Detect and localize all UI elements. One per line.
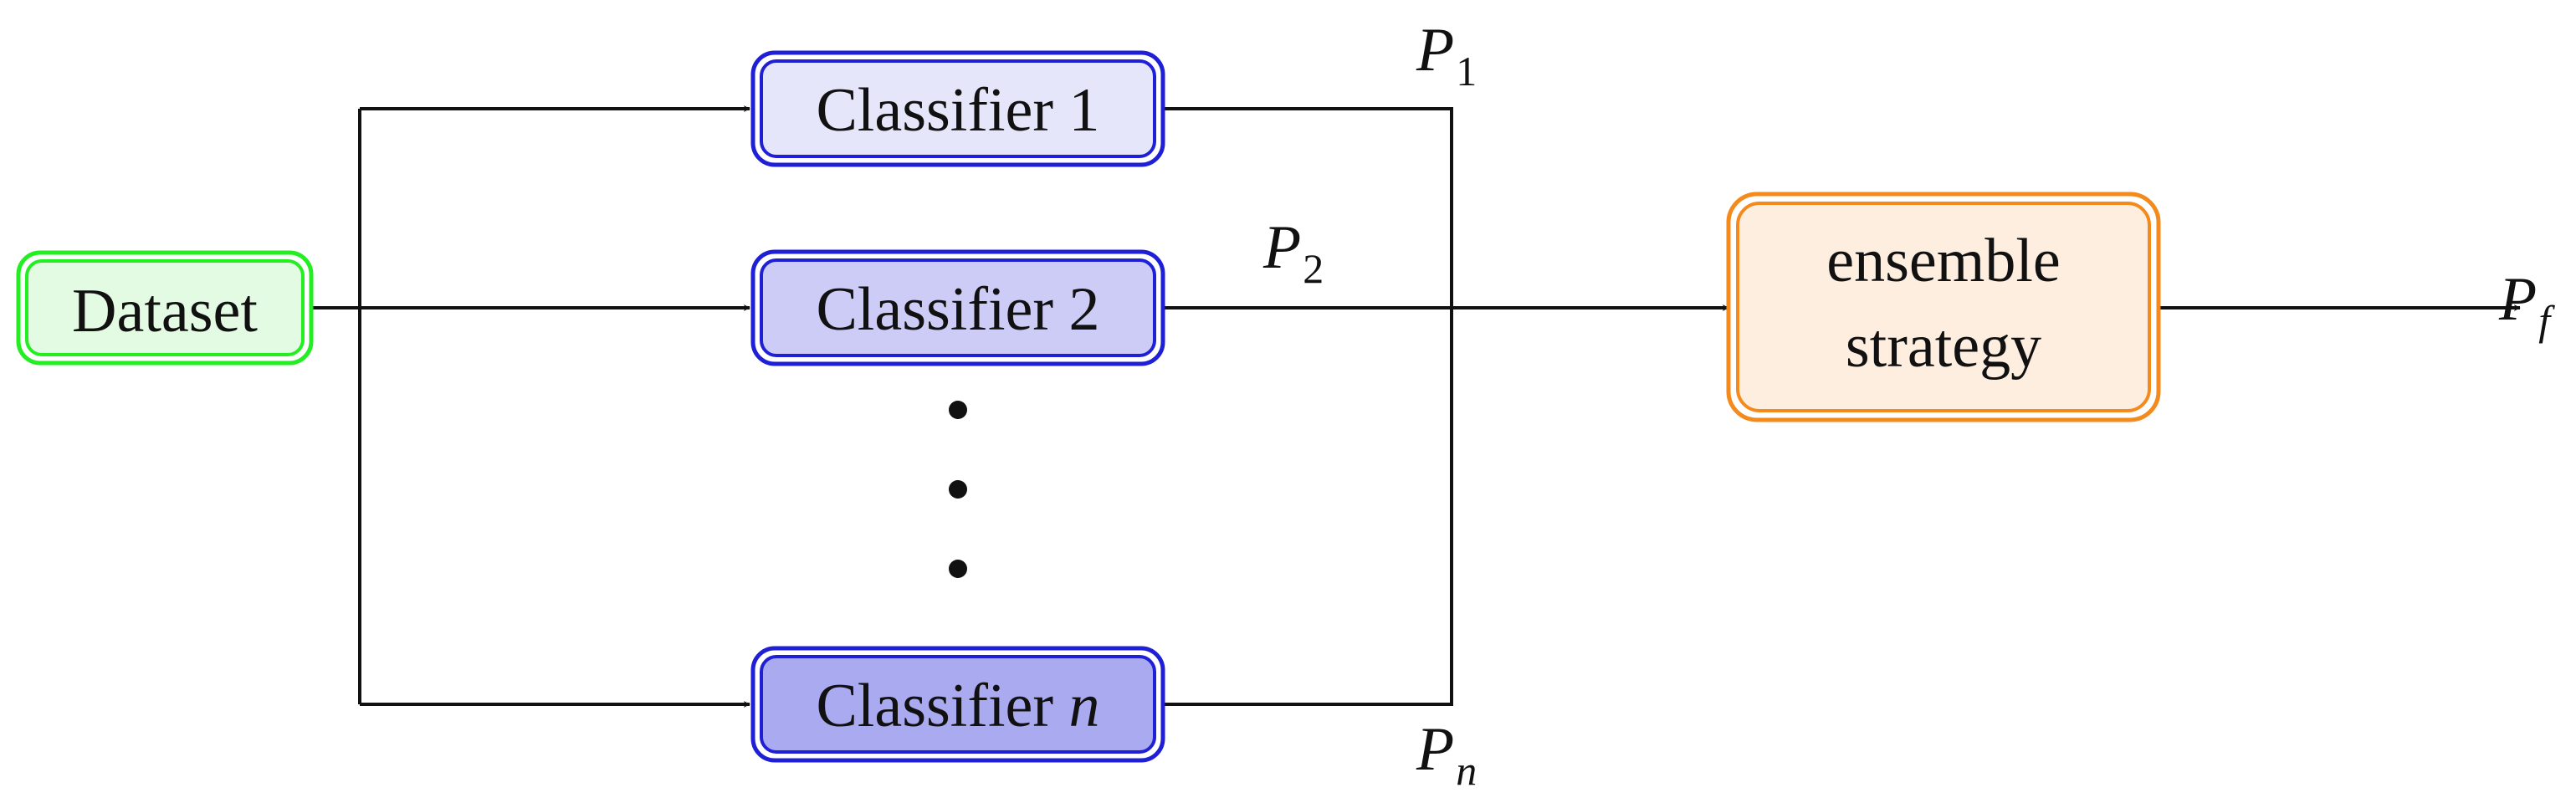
ensemble-label-line2: strategy bbox=[1846, 312, 2041, 381]
node-classifier-2: Classifier 2 bbox=[750, 249, 1165, 366]
node-classifier-1: Classifier 1 bbox=[750, 50, 1165, 167]
edge-label-pf: Pf bbox=[2498, 265, 2555, 344]
edge-label-pn: Pn bbox=[1416, 715, 1477, 794]
edges bbox=[311, 105, 2521, 708]
classifier-1-label: Classifier 1 bbox=[816, 76, 1099, 145]
ellipsis-dot bbox=[949, 401, 967, 419]
node-classifier-n: Classifier n bbox=[750, 646, 1165, 763]
classifier-2-label: Classifier 2 bbox=[816, 275, 1099, 344]
ensemble-label-line1: ensemble bbox=[1826, 227, 2060, 295]
edge-label-p2: P2 bbox=[1262, 213, 1324, 292]
classifier-n-label: Classifier n bbox=[816, 672, 1099, 740]
node-dataset: Dataset bbox=[16, 250, 314, 366]
edge-label-p1: P1 bbox=[1416, 16, 1477, 95]
ellipsis-dot bbox=[949, 480, 967, 499]
edge-from-classifier-n bbox=[1163, 308, 1453, 706]
classifier-n-var: n bbox=[1069, 672, 1100, 740]
ellipsis-dots bbox=[949, 401, 967, 578]
dataset-label: Dataset bbox=[72, 277, 258, 345]
ellipsis-dot bbox=[949, 560, 967, 578]
edge-from-classifier-1 bbox=[1163, 107, 1453, 308]
classifier-n-prefix: Classifier bbox=[816, 672, 1053, 740]
node-ensemble-strategy: ensemble strategy bbox=[1726, 192, 2161, 422]
